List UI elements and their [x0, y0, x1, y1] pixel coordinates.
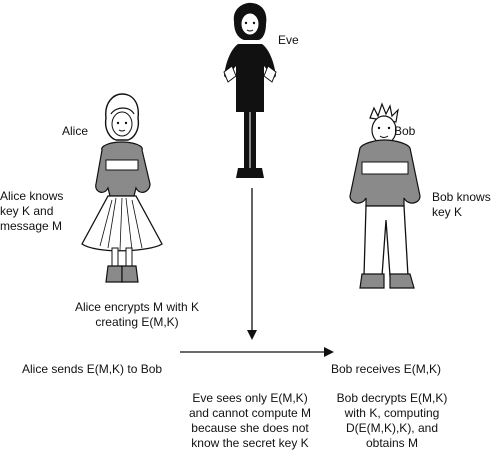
bob-decrypts-text: Bob decrypts E(M,K) with K, computing D(… [336, 391, 448, 450]
eve-sees-text: Eve sees only E(M,K) and cannot compute … [188, 391, 312, 450]
alice-encrypts-text: Alice encrypts M with K creating E(M,K) [74, 300, 200, 329]
eve-figure-icon [223, 2, 277, 178]
bob-receives-text: Bob receives E(M,K) [331, 362, 442, 376]
alice-label: Alice [62, 124, 89, 138]
bob-knows-text: Bob knows key K [432, 190, 491, 219]
bob-label: Bob [394, 124, 416, 138]
alice-sends-text: Alice sends E(M,K) to Bob [22, 362, 163, 376]
bob-figure-icon [349, 102, 421, 289]
alice-figure-icon [81, 93, 163, 283]
alice-knows-text: Alice knows key K and message M [0, 189, 64, 233]
eve-label: Eve [278, 33, 299, 47]
